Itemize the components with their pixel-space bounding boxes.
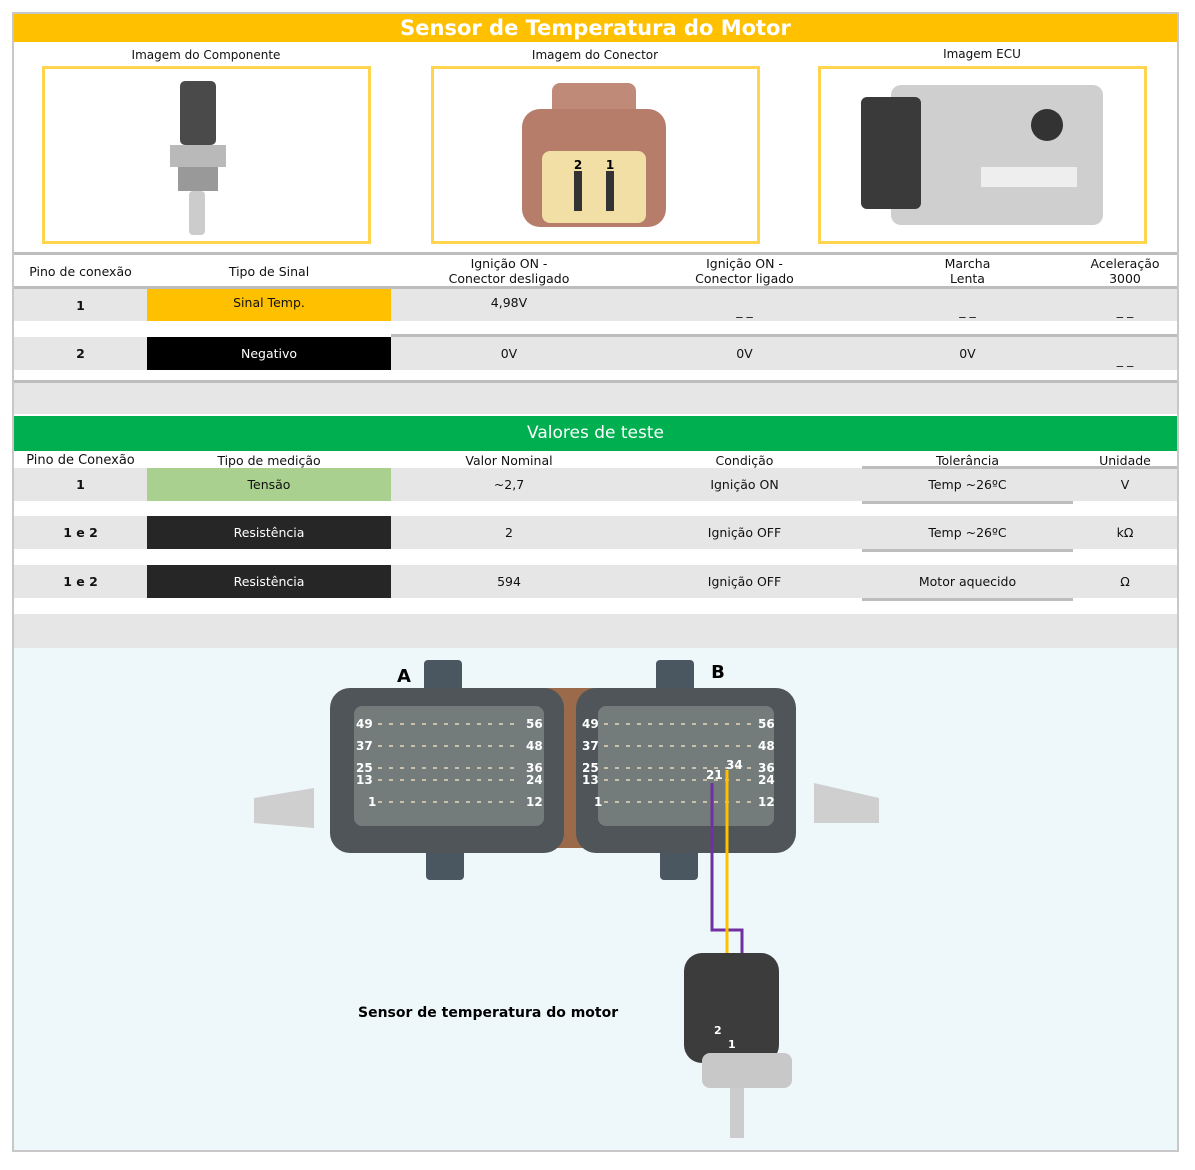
pin-label: 24	[526, 773, 543, 787]
divider	[862, 549, 1073, 552]
header-signal-type: Tipo de Sinal	[228, 263, 310, 279]
pin-label: 48	[758, 739, 775, 753]
test-unit-cell: Ω	[1120, 574, 1130, 589]
connector-a-label: A	[397, 666, 411, 687]
pin-label: 24	[758, 773, 775, 787]
test-cond-cell: Ignição ON	[710, 477, 779, 492]
page-frame	[12, 12, 1179, 1152]
test-type-cell: Resistência	[147, 516, 391, 549]
test-cond-cell: Ignição OFF	[707, 525, 782, 540]
pin-label: 36	[526, 761, 543, 775]
test-type-cell: Tensão	[147, 468, 391, 501]
value-cell: _ _	[1116, 302, 1134, 318]
divider	[862, 501, 1073, 504]
header-accel: Aceleração 3000	[1090, 256, 1160, 286]
sensor-pin-2-label: 2	[714, 1024, 722, 1037]
ecu-image	[818, 66, 1147, 244]
sensor-pin-1-label: 1	[728, 1038, 736, 1051]
connector-image-caption: Imagem do Conector	[531, 48, 659, 62]
value-cell: 0V	[959, 346, 976, 361]
component-image	[42, 66, 371, 244]
test-nominal-cell: 594	[497, 574, 521, 589]
ecu-image-caption: Imagem ECU	[943, 47, 1021, 61]
component-image-caption: Imagem do Componente	[131, 48, 281, 62]
pin-label: 56	[758, 717, 775, 731]
value-cell: 0V	[500, 346, 518, 361]
value-cell: _ _	[959, 302, 976, 318]
divider	[14, 286, 1177, 289]
pin-label: 36	[758, 761, 775, 775]
pin-label: 12	[526, 795, 543, 809]
test-type-cell: Resistência	[147, 565, 391, 598]
header-ign-on-disconnected: Ignição ON - Conector desligado	[448, 256, 570, 286]
test-pin-cell: 1	[76, 477, 85, 492]
pin-label: 48	[526, 739, 543, 753]
header-idle: Marcha Lenta	[944, 256, 991, 286]
header-ign-on-connected: Ignição ON - Conector ligado	[695, 256, 794, 286]
spacer-band	[14, 380, 1177, 414]
connector-b-label: B	[711, 662, 725, 683]
pin-label: 1	[594, 795, 602, 809]
pin-label: 13	[582, 773, 599, 787]
test-cond-cell: Ignição OFF	[707, 574, 782, 589]
test-nominal-cell: 2	[505, 525, 513, 540]
header-pin: Pino de conexão	[29, 263, 132, 279]
signal-type-cell: Sinal Temp.	[147, 289, 391, 321]
test-header-unit: Unidade	[1099, 452, 1151, 468]
value-cell: _ _	[1116, 352, 1134, 367]
divider	[862, 598, 1073, 601]
pin-cell: 1	[76, 297, 85, 313]
pin-label: 1	[368, 795, 376, 809]
test-unit-cell: V	[1120, 477, 1130, 492]
test-header-type: Tipo de medição	[217, 452, 321, 468]
test-header-condition: Condição	[715, 452, 774, 468]
test-tol-cell: Temp ~26ºC	[928, 477, 1007, 492]
signal-type-cell: Negativo	[147, 337, 391, 370]
test-tol-cell: Temp ~26ºC	[928, 525, 1007, 540]
value-cell: 0V	[736, 346, 753, 361]
pin-label: 49	[356, 717, 373, 731]
spacer-band	[14, 614, 1177, 648]
pin-label: 37	[582, 739, 599, 753]
value-cell: 4,98V	[490, 295, 528, 310]
pin-label: 13	[356, 773, 373, 787]
pin-label: 56	[526, 717, 543, 731]
test-header-pin: Pino de Conexão	[26, 452, 135, 468]
value-cell: _ _	[736, 302, 753, 318]
test-tol-cell: Motor aquecido	[918, 574, 1017, 589]
test-pin-cell: 1 e 2	[63, 574, 98, 589]
divider	[391, 334, 1177, 337]
test-header-tolerance: Tolerância	[935, 452, 1000, 468]
pin-label: 37	[356, 739, 373, 753]
pin-21-label: 21	[706, 768, 723, 782]
divider	[862, 466, 1177, 469]
pin-label: 25	[356, 761, 373, 775]
sensor-label: Sensor de temperatura do motor	[358, 1005, 618, 1021]
test-header-nominal: Valor Nominal	[465, 452, 553, 468]
connector-pin-1-label: 1	[606, 158, 614, 172]
ecu-picture	[861, 85, 1103, 225]
test-nominal-cell: ~2,7	[493, 477, 525, 492]
divider	[14, 252, 1177, 255]
pin-cell: 2	[76, 346, 85, 361]
temperature-sensor-picture	[170, 81, 226, 235]
connector-pin-2-label: 2	[574, 158, 582, 172]
test-pin-cell: 1 e 2	[63, 525, 98, 540]
test-unit-cell: kΩ	[1116, 525, 1134, 540]
page-title: Sensor de Temperatura do Motor	[14, 14, 1177, 42]
pin-34-label: 34	[726, 758, 743, 772]
pin-label: 12	[758, 795, 775, 809]
pin-label: 49	[582, 717, 599, 731]
pin-label: 25	[582, 761, 599, 775]
test-values-title: Valores de teste	[14, 416, 1177, 451]
sensor-connector	[684, 953, 779, 1063]
